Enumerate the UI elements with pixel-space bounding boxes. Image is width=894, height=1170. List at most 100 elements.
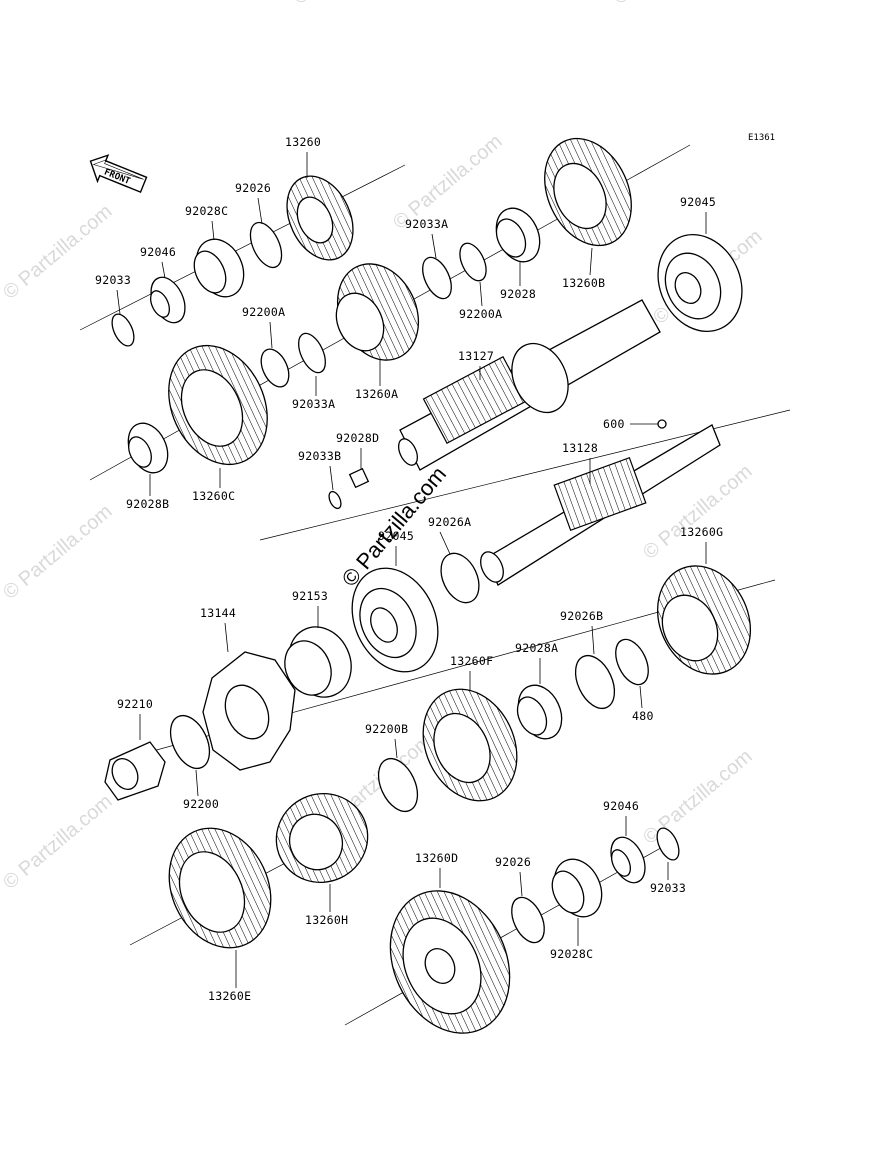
part-label-p92033A_1: 92033A <box>292 397 335 411</box>
part-label-p92045_top: 92045 <box>680 195 716 209</box>
needle-bearing-92046-top <box>149 276 186 324</box>
circlip-480 <box>615 638 649 686</box>
washer-92026-top <box>249 221 283 269</box>
part-label-p92033A_2: 92033A <box>405 217 448 231</box>
ball-bearing-92045-top <box>657 233 743 333</box>
gear-13260C <box>168 344 268 466</box>
part-label-p92046_bot: 92046 <box>603 799 639 813</box>
diagram-code: E1361 <box>748 133 775 143</box>
snap-ring-92033A-2 <box>422 256 452 300</box>
watermark-bg-8: © Partzilla.com <box>289 0 406 9</box>
part-label-p600: 600 <box>603 417 625 431</box>
watermark-bg-9: © Partzilla.com <box>609 0 726 9</box>
part-label-p92028C_top: 92028C <box>185 204 228 218</box>
part-label-p13144: 13144 <box>200 606 236 620</box>
leader-line-p92200 <box>195 769 199 797</box>
leader-line-p92200A_2 <box>479 281 483 307</box>
part-label-p92210: 92210 <box>117 697 153 711</box>
front-arrow-icon: FRONT <box>89 154 148 194</box>
part-label-p92200B: 92200B <box>365 722 408 736</box>
collar-92028C-bottom <box>551 858 603 918</box>
part-label-p13260C: 13260C <box>192 489 235 503</box>
watermark-bg-3: © Partzilla.com <box>0 500 116 603</box>
leader-line-p480 <box>639 685 643 709</box>
washer-92026-bottom <box>511 896 545 944</box>
washer-92200 <box>169 714 211 770</box>
part-label-p92045_mid: 92045 <box>378 529 414 543</box>
part-label-p92033_bot: 92033 <box>650 881 686 895</box>
nut-92210 <box>104 741 166 801</box>
washer-92200B <box>377 757 419 813</box>
part-label-p92026A: 92026A <box>428 515 471 529</box>
shaft-13128 <box>480 424 721 586</box>
leader-line-p92033B <box>329 465 334 491</box>
leader-line-p92200A_1 <box>269 321 273 349</box>
needle-bearing-92028B <box>127 422 169 474</box>
part-label-p92026B: 92026B <box>560 609 603 623</box>
needle-bearing-92046-bottom <box>610 836 646 884</box>
part-label-p13128: 13128 <box>562 441 598 455</box>
shaft-13127 <box>397 299 661 471</box>
watermark-bg-7: © Partzilla.com <box>639 745 756 848</box>
part-label-p13260G: 13260G <box>680 525 723 539</box>
part-label-p92028A: 92028A <box>515 641 558 655</box>
part-label-p92033_top: 92033 <box>95 273 131 287</box>
part-labels: 13260 92026 92028C 92046 92033 92200A 92033A 13… <box>95 135 723 1003</box>
part-label-p92200A_1: 92200A <box>242 305 285 319</box>
leader-line-p92026B <box>591 625 595 655</box>
part-label-p13260: 13260 <box>285 135 321 149</box>
part-label-p92026_top: 92026 <box>235 181 271 195</box>
leader-line-p13260B <box>589 247 593 276</box>
ball-bearing-92045-mid <box>351 567 439 673</box>
leader-line-p92200B <box>394 738 398 759</box>
snap-ring-92033A-1 <box>298 332 326 374</box>
gear-13260H <box>275 792 369 884</box>
collar-92028C-top <box>193 238 245 298</box>
watermark-bg-5: © Partzilla.com <box>0 790 116 893</box>
washer-92026B <box>574 654 616 710</box>
gear-13260F <box>422 688 518 802</box>
ball-600 <box>657 419 667 429</box>
part-92028D <box>348 467 370 489</box>
gear-13260E <box>168 827 272 949</box>
watermark-bg-0: © Partzilla.com <box>0 200 116 303</box>
part-label-p13260F: 13260F <box>450 654 493 668</box>
leader-line-p92026_top <box>257 197 263 225</box>
part-label-p92028C_bot: 92028C <box>550 947 593 961</box>
part-label-p13260H: 13260H <box>305 913 348 927</box>
part-label-p92028: 92028 <box>500 287 536 301</box>
leader-line-p92028C_top <box>211 220 215 241</box>
part-label-p92028D: 92028D <box>336 431 379 445</box>
leader-line-p92046_top <box>161 261 166 279</box>
part-label-p92153: 92153 <box>292 589 328 603</box>
part-label-p480: 480 <box>632 709 654 723</box>
part-label-p92028B: 92028B <box>126 497 169 511</box>
leader-line-p92033_top <box>116 289 121 315</box>
part-label-p13260E: 13260E <box>208 989 251 1003</box>
gear-13260 <box>286 175 354 261</box>
part-label-p13260A: 13260A <box>355 387 398 401</box>
gear-13260D <box>389 890 511 1034</box>
part-label-p92200A_2: 92200A <box>459 307 502 321</box>
leader-line-p92026A <box>439 531 451 555</box>
part-label-p92033B: 92033B <box>298 449 341 463</box>
part-label-p13260B: 13260B <box>562 276 605 290</box>
washer-92200A-1 <box>260 348 290 388</box>
snap-ring-92033B <box>328 490 342 510</box>
part-label-p92026_bot: 92026 <box>495 855 531 869</box>
collar-92028 <box>495 207 541 263</box>
leader-line-p92033A_2 <box>431 233 437 259</box>
gear-13260B <box>544 137 632 247</box>
leader-line-p92026_bot <box>519 871 523 897</box>
washer-92026A <box>440 552 480 604</box>
snap-ring-92033-bottom <box>656 827 680 861</box>
part-label-p92200: 92200 <box>183 797 219 811</box>
gear-13260G <box>656 565 752 675</box>
leader-line-p13144 <box>224 622 229 653</box>
collar-92153 <box>284 626 352 698</box>
gear-13260A <box>335 263 420 361</box>
part-label-p13260D: 13260D <box>415 851 458 865</box>
snap-ring-92033-top <box>111 313 135 347</box>
sprocket-13144 <box>202 651 296 771</box>
